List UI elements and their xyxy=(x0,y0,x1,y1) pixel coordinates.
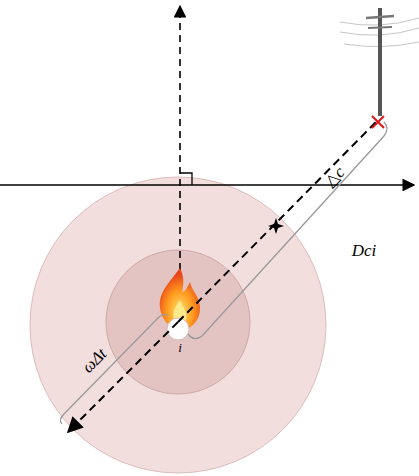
horizontal-axis xyxy=(0,184,414,186)
distance-label: Dci xyxy=(352,242,377,259)
right-angle-mark xyxy=(180,173,192,185)
utility-pole xyxy=(340,8,419,116)
distance-bracket xyxy=(188,122,387,339)
asset-mark xyxy=(372,116,384,128)
outer-zone xyxy=(30,177,326,473)
spread-direction xyxy=(68,322,178,432)
vertical-axis xyxy=(179,6,181,270)
source-index: i xyxy=(178,341,182,354)
boundary-point xyxy=(268,218,284,234)
omega-bracket xyxy=(60,314,168,424)
distance-line xyxy=(178,122,376,322)
